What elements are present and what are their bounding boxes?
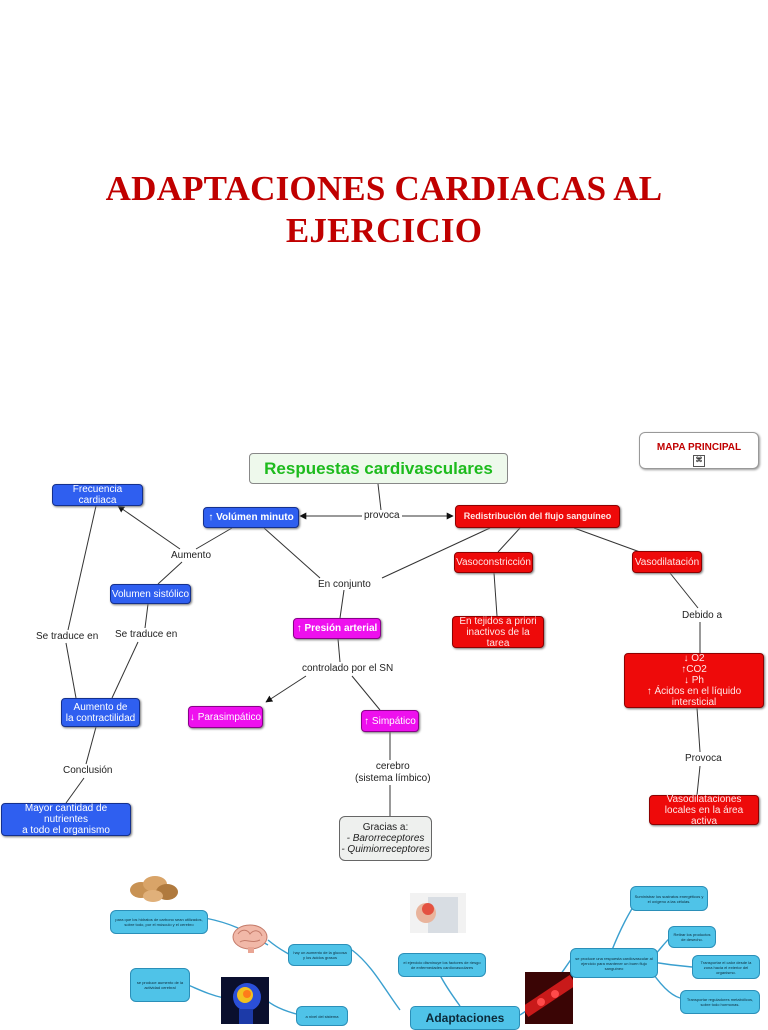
lower-connector-11: [263, 997, 301, 1016]
link-label-se-traduce-1: Se traduce en: [34, 631, 101, 642]
head-scan-image: [221, 977, 269, 1024]
chest-pain-image: [410, 893, 466, 933]
lower-pill-calor[interactable]: Transportar el calor desde la zona hacia…: [692, 955, 760, 979]
link-label-cerebro: cerebro (sistema límbico): [353, 761, 433, 785]
link-label-provoca: provoca: [362, 510, 402, 521]
lower-connector-4: [351, 949, 401, 1011]
link-label-debido-a: Debido a: [680, 610, 725, 621]
mapa-principal-label: MAPA PRINCIPAL: [656, 442, 742, 453]
lower-pill-hormonas[interactable]: Transportar reguladores metabólicos, sob…: [680, 990, 760, 1014]
link-label-se-traduce-2: Se traduce en: [113, 629, 180, 640]
parasimpatico-node[interactable]: ↓ Parasimpático: [188, 706, 263, 728]
connector-vasodil-debido: [669, 572, 699, 609]
connector-vm-conjunto: [263, 527, 321, 579]
blood-vessel-image: [525, 972, 573, 1024]
map-link-icon: ⌘: [693, 455, 705, 467]
o2-line-4: ↑ Ácidos en el líquido intersticial: [646, 686, 742, 708]
gracias-line-3: - Quimiorreceptores: [341, 844, 430, 855]
vasodilatacion-node[interactable]: Vasodilatación: [632, 551, 702, 573]
connector-controlado-simpatico: [351, 675, 381, 711]
frecuencia-node[interactable]: Frecuencia cardiaca: [52, 484, 143, 506]
tejidos-node[interactable]: En tejidos a priori inactivos de la tare…: [452, 616, 544, 649]
connector-conclusion-mayor: [65, 777, 85, 804]
mayor-cantidad-node[interactable]: Mayor cantidad de nutrientes a todo el o…: [1, 803, 131, 836]
vasodilataciones-locales-node[interactable]: Vasodilataciones locales en la área acti…: [649, 794, 759, 827]
connector-main-provoca: [377, 483, 382, 511]
nuts-image: [130, 876, 178, 902]
lower-connector-5: [439, 974, 461, 1007]
title-line-2: EJERCICIO: [285, 211, 483, 250]
connector-redis-vasocons: [497, 527, 521, 553]
lower-pill-glucosa[interactable]: hay un aumento de la glucosa y los ácido…: [288, 944, 352, 966]
connector-freq-setraduce: [67, 505, 97, 631]
lower-pill-carbohidratos[interactable]: para que los hidratos de carbono sean ut…: [110, 910, 208, 934]
link-label-provoca-2: Provoca: [683, 753, 724, 764]
connector-setraduce-aumento: [65, 642, 77, 699]
volumen-sistolico-node[interactable]: Volumen sistólico: [110, 584, 191, 604]
lower-pill-sustratos[interactable]: Suministrar los sustratos energéticos y …: [630, 886, 708, 911]
connector-vasocons-tejidos: [493, 572, 498, 617]
arrow-to-frecuencia: [117, 505, 181, 550]
connector-conjunto-presion: [339, 589, 345, 619]
volumen-minuto-node[interactable]: ↑ Volúmen minuto: [203, 507, 299, 528]
o2-node[interactable]: ↓ O2 ↑CO2 ↓ Ph ↑ Ácidos en el líquido in…: [624, 653, 764, 708]
connector-provoca-vasodil-local: [696, 765, 701, 796]
link-label-en-conjunto: En conjunto: [316, 579, 373, 590]
aumento-contractilidad-node[interactable]: Aumento de la contractilidad: [61, 698, 140, 727]
lower-pill-respuesta-cardiovascular[interactable]: se produce una respuesta cardiovascular …: [570, 948, 658, 978]
connector-redis-conjunto: [381, 527, 491, 579]
lower-pill-ejercicio[interactable]: el ejercicio disminuye los factores de r…: [398, 953, 486, 977]
cerebro-line-1: cerebro: [375, 761, 410, 772]
redistribucion-node[interactable]: Redistribución del flujo sanguíneo: [455, 505, 620, 528]
lower-connector-3: [187, 984, 225, 999]
vasoconstriccion-node[interactable]: Vasoconstricción: [454, 552, 533, 573]
brain-image: [232, 924, 268, 953]
presion-arterial-node[interactable]: ↑ Presión arterial: [293, 618, 381, 639]
lower-connector-9: [651, 961, 693, 968]
connector-o2-provoca: [696, 707, 701, 753]
connector-aumento-conclusion: [85, 726, 97, 765]
lower-pill-desecho[interactable]: Retirar los productos de desecho.: [668, 926, 716, 948]
page-title: ADAPTACIONES CARDIACAS AL EJERCICIO: [0, 168, 768, 252]
link-label-controlado: controlado por el SN: [300, 663, 396, 674]
connector-aumento-vs: [157, 561, 183, 585]
connector-redis-vasodil: [573, 527, 641, 553]
cerebro-line-2: (sistema límbico): [355, 773, 431, 784]
aumento-line-1: Aumento de: [73, 701, 128, 713]
lower-connector-2: [267, 939, 291, 956]
gracias-node[interactable]: Gracias a: - Barorreceptores - Quimiorre…: [339, 816, 432, 861]
aumento-line-2: la contractilidad: [65, 712, 136, 724]
connector-setraduce2-aumento: [111, 641, 139, 699]
connector-presion-controlado: [337, 638, 341, 663]
connector-vs-setraduce: [144, 603, 149, 629]
title-line-1: ADAPTACIONES CARDIACAS AL: [105, 169, 663, 208]
link-label-aumento: Aumento: [169, 550, 214, 561]
o2-line-1: ↓ O2: [683, 653, 705, 664]
connector-vm-aumento: [195, 527, 233, 550]
mapa-principal-button[interactable]: MAPA PRINCIPAL ⌘: [639, 432, 759, 469]
mayor-line-1: Mayor cantidad de nutrientes: [24, 803, 108, 825]
o2-line-2: ↑CO2: [681, 664, 707, 675]
link-label-conclusion: Conclusión: [61, 765, 115, 776]
simpatico-node[interactable]: ↑ Simpático: [361, 710, 419, 732]
lower-pill-nivel-sistema[interactable]: a nivel del sistema: [296, 1006, 348, 1026]
gracias-line-2: - Barorreceptores: [346, 833, 425, 844]
main-concept-node[interactable]: Respuestas cardivasculares: [249, 453, 508, 484]
gracias-line-1: Gracias a:: [362, 822, 409, 833]
o2-line-3: ↓ Ph: [683, 675, 704, 686]
mayor-line-2: a todo el organismo: [22, 825, 110, 836]
lower-pill-actividad-cerebral[interactable]: se produce aumento de la actividad cereb…: [130, 968, 190, 1002]
adaptaciones-center-node[interactable]: Adaptaciones: [410, 1006, 520, 1030]
arrow-to-parasimpatico: [265, 675, 307, 703]
